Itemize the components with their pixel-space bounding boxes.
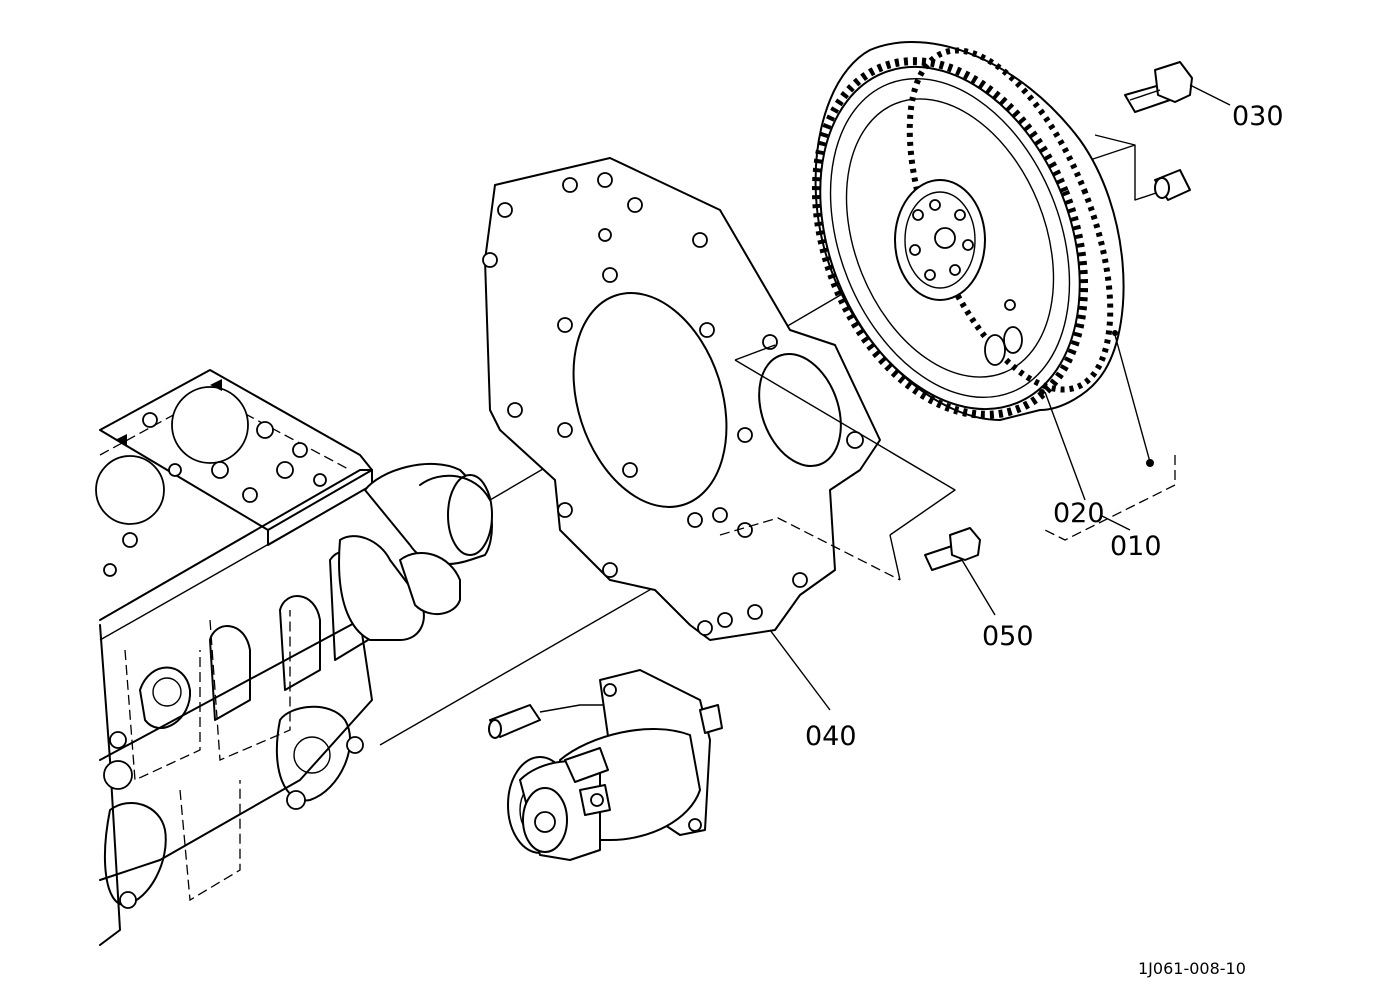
flywheel	[811, 41, 1125, 421]
callout-050: 050	[982, 621, 1034, 652]
engine-block	[95, 369, 493, 946]
callout-020: 020	[1053, 498, 1105, 529]
callout-040: 040	[805, 721, 857, 752]
callout-030: 030	[1232, 101, 1284, 132]
flywheel-bolt	[1124, 61, 1193, 113]
guide-lines	[719, 134, 1166, 581]
starter-motor	[488, 669, 723, 861]
diagram-reference-code: 1J061-008-10	[1138, 959, 1246, 978]
leader-lines	[769, 84, 1231, 711]
callout-010: 010	[1110, 531, 1162, 562]
plate-bolt	[924, 527, 981, 571]
dowel-pin	[1154, 169, 1191, 201]
